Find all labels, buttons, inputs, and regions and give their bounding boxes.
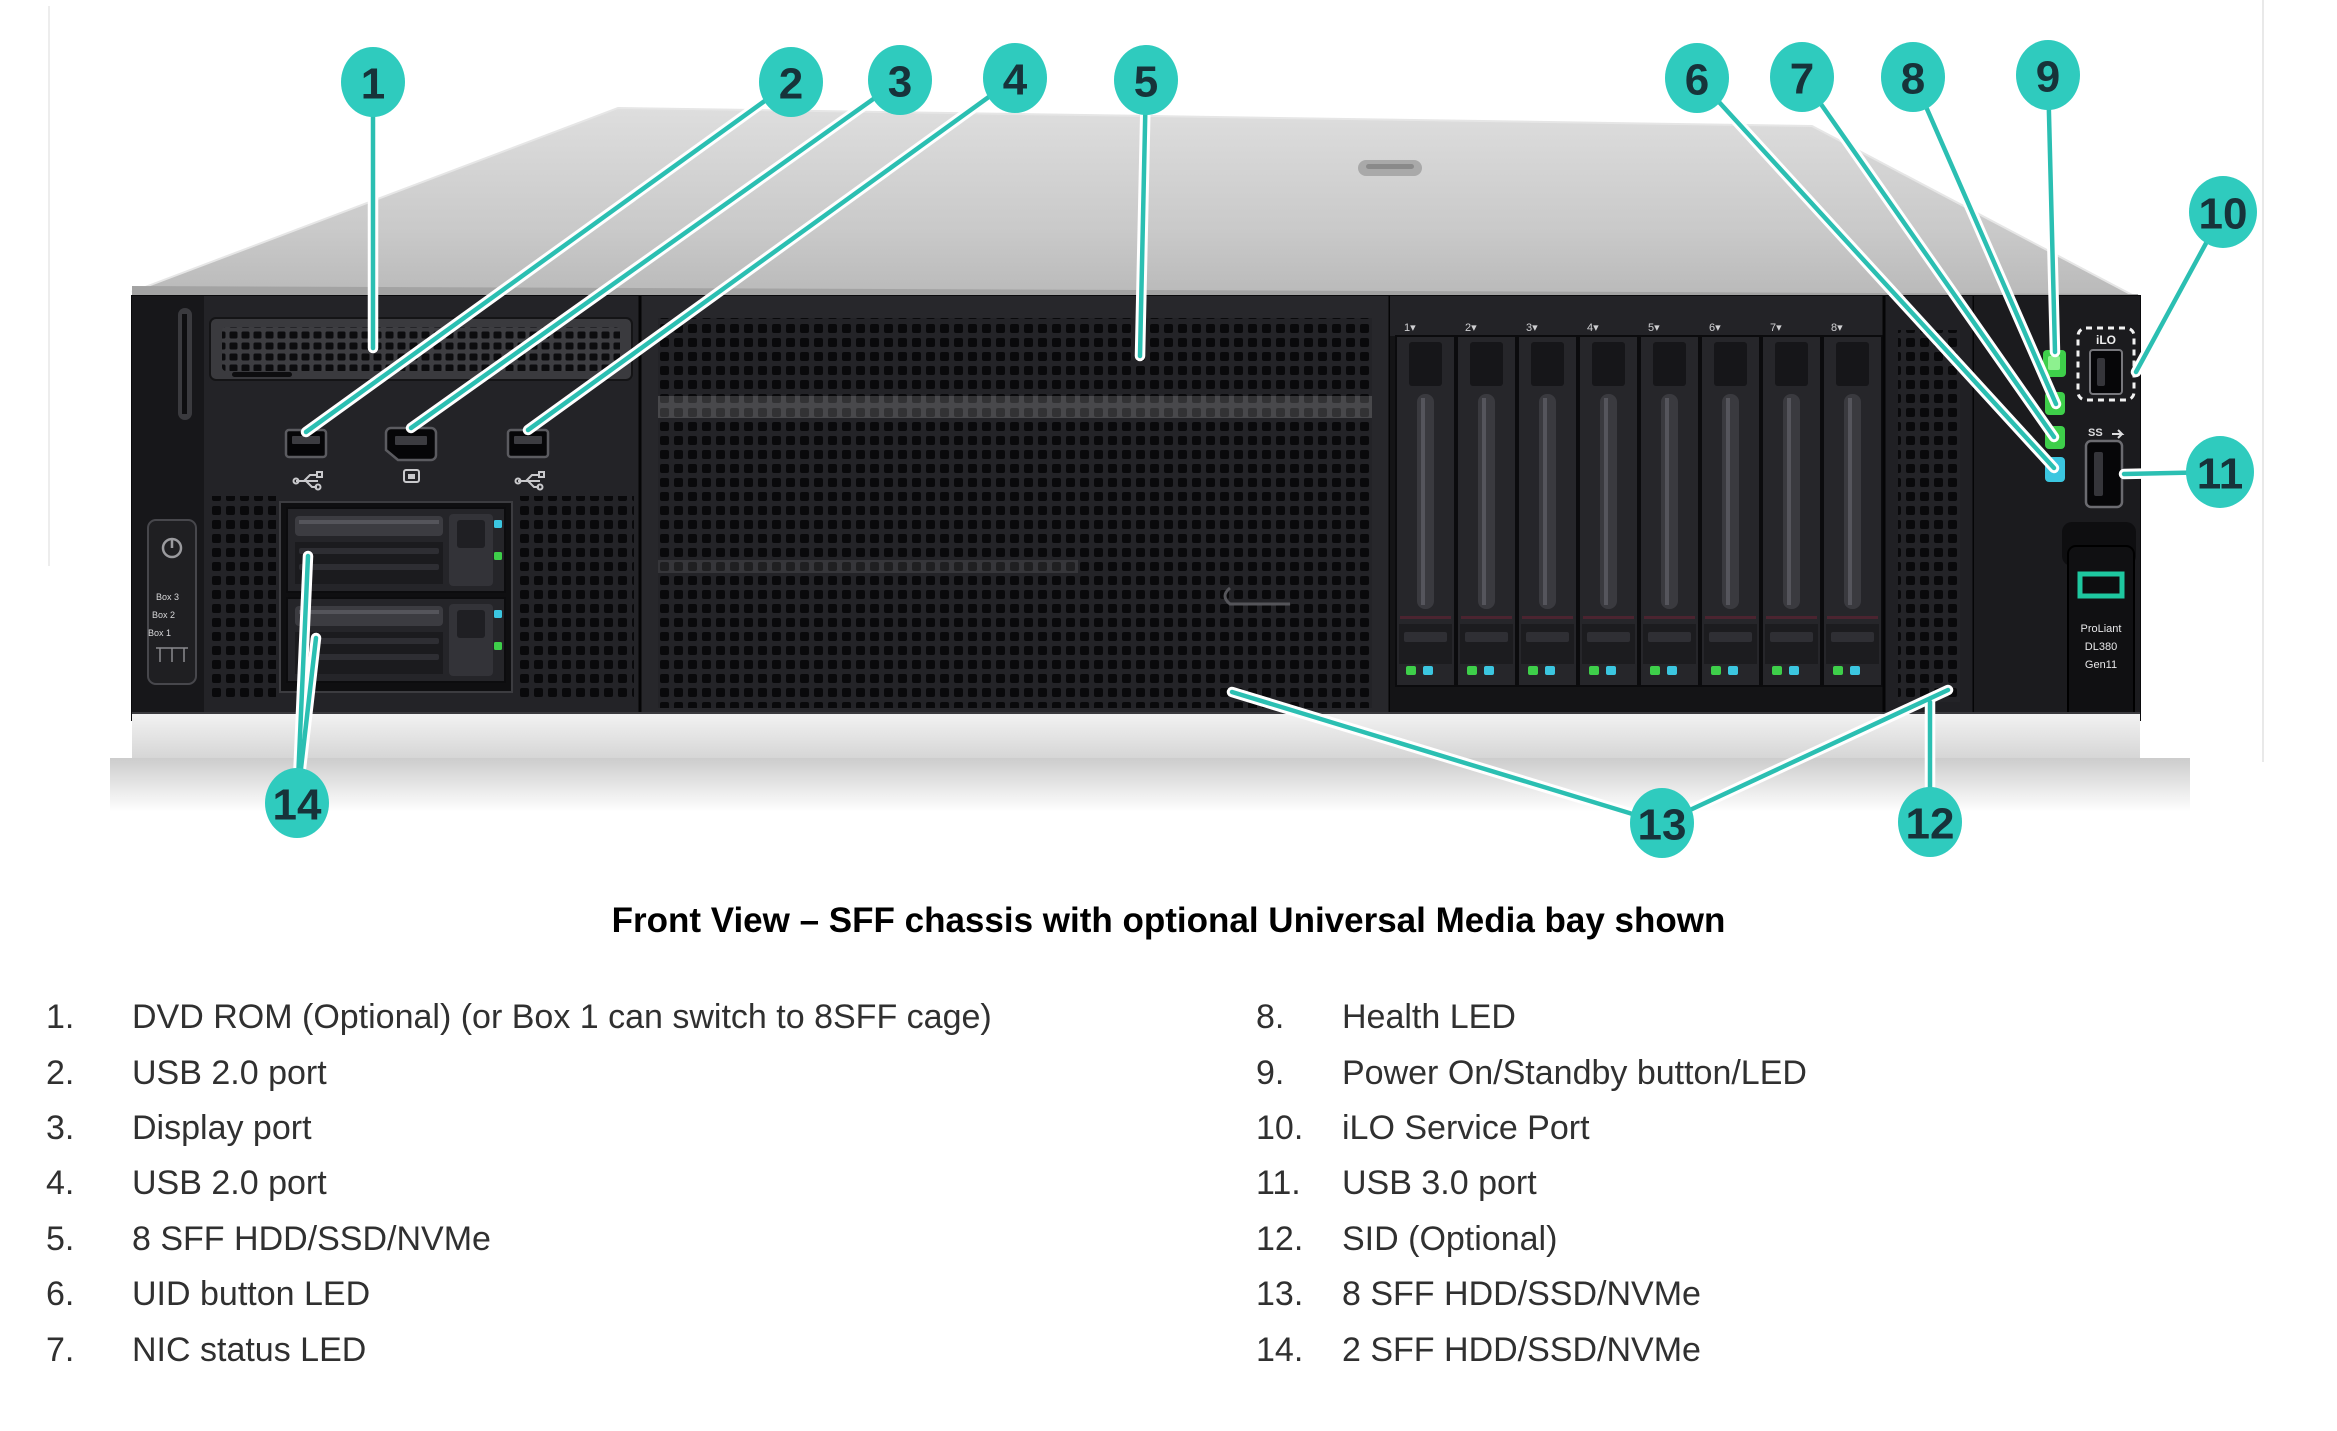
callout-8: 8 (1881, 42, 1945, 112)
ilo-label: iLO (2096, 333, 2116, 347)
callout-5: 5 (1114, 45, 1178, 115)
callout-6: 6 (1665, 43, 1729, 113)
displayport-icon (403, 469, 420, 483)
legend-item-9: 9.Power On/Standby button/LED (1256, 1053, 1807, 1092)
callout-10: 10 (2189, 176, 2257, 248)
svg-text:5▾: 5▾ (1648, 322, 1660, 334)
callout-12: 12 (1898, 787, 1962, 857)
callout-4: 4 (983, 43, 1047, 113)
svg-text:1: 1 (361, 60, 385, 109)
legend-item-12: 12.SID (Optional) (1256, 1219, 1558, 1258)
svg-text:11: 11 (2197, 450, 2244, 499)
usb3-port[interactable]: SS (2084, 427, 2125, 509)
box-label-badge: Box 3 Box 2 Box 1 (147, 519, 197, 685)
legend-item-11: 11.USB 3.0 port (1256, 1164, 1537, 1203)
svg-text:8: 8 (1901, 55, 1925, 104)
sff-drive-tray (1456, 335, 1517, 687)
legend-item-2: 2.USB 2.0 port (46, 1053, 327, 1092)
svg-text:DL380: DL380 (2085, 641, 2117, 653)
svg-text:8▾: 8▾ (1831, 322, 1843, 334)
svg-text:2: 2 (779, 60, 803, 109)
legend-item-13: 13.8 SFF HDD/SSD/NVMe (1256, 1275, 1701, 1314)
legend-item-7: 7.NIC status LED (46, 1330, 367, 1369)
callout-9: 9 (2016, 40, 2080, 110)
left-rack-ear: Box 3 Box 2 Box 1 (132, 296, 204, 720)
left-bezel-section (204, 296, 640, 720)
sff-drive-tray (1639, 335, 1700, 687)
legend-item-6: 6.UID button LED (46, 1275, 371, 1314)
svg-text:6: 6 (1685, 56, 1709, 105)
callout-markers: 1 2 3 4 5 6 7 8 (265, 40, 2257, 858)
sff-drive-tray (1761, 335, 1822, 687)
svg-text:Gen11: Gen11 (2085, 659, 2117, 671)
drive-bay-labels: 1▾ 2▾ 3▾ 4▾ 5▾ 6▾ 7▾ 8▾ (1404, 322, 1843, 334)
universal-media-bay (638, 296, 1392, 720)
svg-text:4▾: 4▾ (1587, 322, 1599, 334)
model-label-plate: ProLiant DL380 Gen11 (2062, 522, 2136, 724)
sid-strip (1882, 296, 1976, 720)
hpe-logo (2077, 571, 2125, 599)
page-edge-left (48, 6, 50, 566)
callout-1: 1 (341, 47, 405, 117)
legend-item-4: 4.USB 2.0 port (46, 1164, 327, 1203)
ilo-service-port[interactable]: iLO (2076, 326, 2136, 402)
callout-7: 7 (1770, 42, 1834, 112)
figure-title: Front View – SFF chassis with optional U… (611, 901, 1726, 940)
ss-usb-icon: SS (2088, 427, 2103, 439)
svg-text:10: 10 (2199, 190, 2248, 239)
server-base (132, 712, 2140, 758)
legend-left-column: 1.DVD ROM (Optional) (or Box 1 can switc… (46, 990, 1206, 1378)
server-illustration: Box 3 Box 2 Box 1 (48, 0, 2264, 858)
callout-14: 14 (265, 768, 329, 838)
svg-text:13: 13 (1638, 801, 1687, 850)
sff-drive-tray (1700, 335, 1761, 687)
box3-label: Box 3 (156, 592, 179, 602)
svg-text:7▾: 7▾ (1770, 322, 1782, 334)
box1-label: Box 1 (148, 628, 171, 638)
svg-text:9: 9 (2036, 53, 2060, 102)
legend-item-8: 8.Health LED (1256, 998, 1516, 1037)
svg-text:3: 3 (888, 58, 912, 107)
svg-text:14: 14 (273, 781, 322, 830)
legend-item-1: 1.DVD ROM (Optional) (or Box 1 can switc… (46, 998, 992, 1037)
callout-13: 13 (1630, 788, 1694, 858)
usb-icon (514, 471, 545, 491)
svg-text:7: 7 (1790, 55, 1814, 104)
callout-2: 2 (759, 47, 823, 117)
legend-item-10: 10.iLO Service Port (1256, 1108, 1590, 1147)
svg-text:1▾: 1▾ (1404, 322, 1416, 334)
model-name: ProLiant (2081, 623, 2122, 635)
callout-3: 3 (868, 45, 932, 115)
sff-drive-tray (1822, 335, 1883, 687)
sff-drive-tray (1578, 335, 1639, 687)
sff-drive-tray (1395, 335, 1456, 687)
legend-right-column: 8.Health LED 9.Power On/Standby button/L… (1256, 990, 2296, 1378)
svg-text:12: 12 (1906, 800, 1955, 849)
eight-sff-drive-cage: 1▾ 2▾ 3▾ 4▾ 5▾ 6▾ 7▾ 8▾ (1390, 296, 1884, 720)
svg-text:5: 5 (1134, 58, 1158, 107)
sff-drive-tray (286, 507, 506, 593)
usb-icon (292, 471, 323, 491)
svg-text:2▾: 2▾ (1465, 322, 1477, 334)
callout-11: 11 (2186, 436, 2254, 508)
server-front-face: Box 3 Box 2 Box 1 (110, 295, 2190, 812)
box2-label: Box 2 (152, 610, 175, 620)
legend-item-5: 5.8 SFF HDD/SSD/NVMe (46, 1219, 491, 1258)
sff-drive-tray (1517, 335, 1578, 687)
server-shadow (110, 758, 2190, 812)
legend-item-3: 3.Display port (46, 1108, 312, 1147)
svg-text:3▾: 3▾ (1526, 322, 1538, 334)
svg-text:4: 4 (1003, 56, 1028, 105)
page-edge-right (2262, 0, 2264, 762)
legend-item-14: 14.2 SFF HDD/SSD/NVMe (1256, 1330, 1701, 1369)
svg-text:6▾: 6▾ (1709, 322, 1721, 334)
